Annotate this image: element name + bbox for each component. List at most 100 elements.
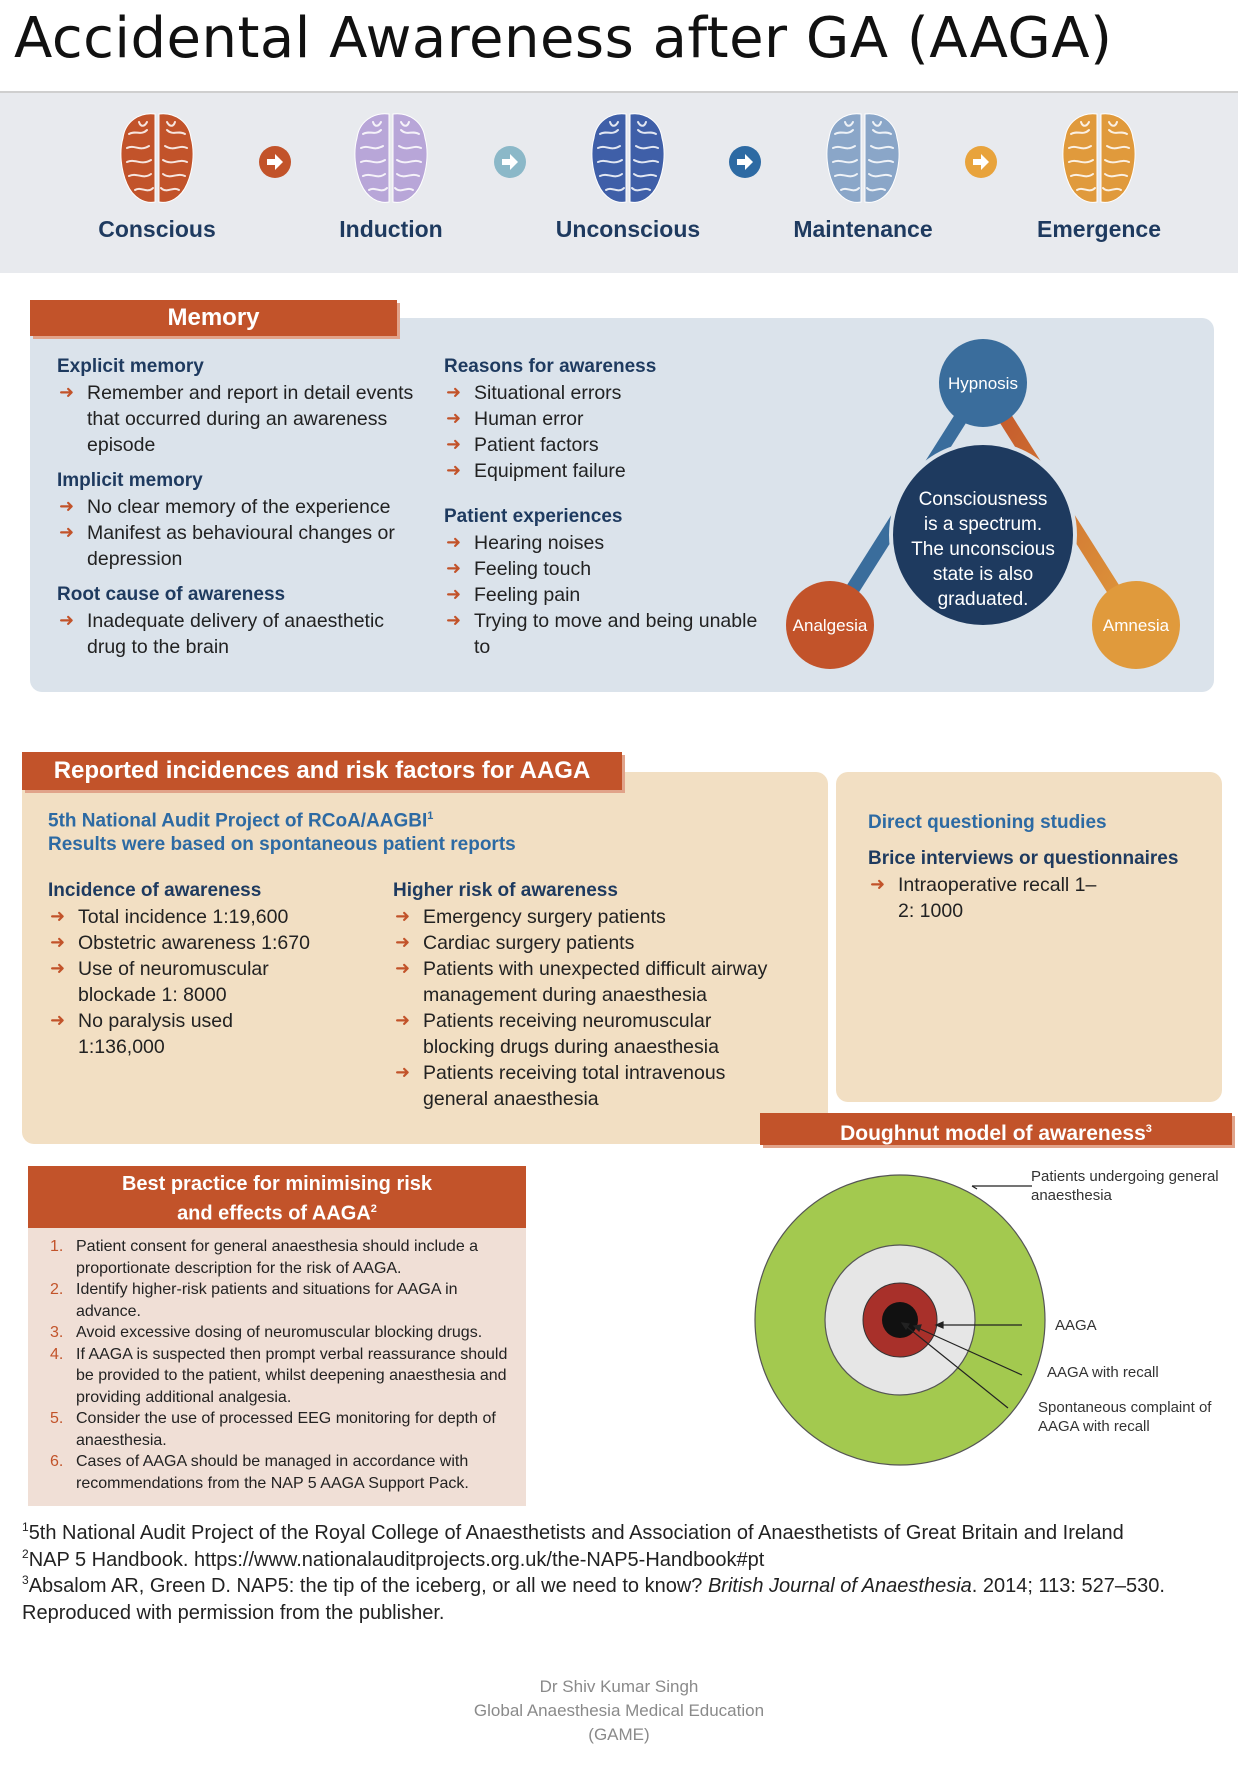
list-item: Feeling touch bbox=[444, 556, 774, 582]
list-item: 3.Avoid excessive dosing of neuromuscula… bbox=[50, 1324, 483, 1341]
list-item: Patients receiving total intravenous gen… bbox=[393, 1060, 753, 1112]
patient-experiences-list: Hearing noises Feeling touch Feeling pai… bbox=[444, 530, 774, 660]
brain-icon bbox=[826, 113, 900, 203]
doughnut-svg bbox=[754, 1174, 1046, 1466]
list-item: Feeling pain bbox=[444, 582, 774, 608]
best-practice-heading: Best practice for minimising risk and ef… bbox=[28, 1166, 526, 1228]
brain-icon bbox=[354, 113, 428, 203]
list-item: Remember and report in detail events tha… bbox=[57, 380, 417, 458]
list-item: Use of neuromuscular blockade 1: 8000 bbox=[48, 956, 288, 1008]
consciousness-triangle-diagram: Consciousness is a spectrum. The unconsc… bbox=[786, 339, 1180, 669]
spontaneous-complaint-circle bbox=[882, 1302, 918, 1338]
implicit-memory-heading: Implicit memory bbox=[57, 470, 203, 491]
incidence-column: Incidence of awareness Total incidence 1… bbox=[48, 880, 348, 1060]
list-item: Patient factors bbox=[444, 432, 774, 458]
incidence-heading: Reported incidences and risk factors for… bbox=[22, 752, 622, 790]
center-text-line: graduated. bbox=[938, 589, 1029, 610]
amnesia-label: Amnesia bbox=[1103, 616, 1170, 635]
footnote-ref: 3 bbox=[1145, 1123, 1152, 1135]
list-item: Obstetric awareness 1:670 bbox=[48, 930, 348, 956]
incidence-list: Total incidence 1:19,600 Obstetric aware… bbox=[48, 904, 348, 1060]
higher-risk-heading: Higher risk of awareness bbox=[393, 880, 618, 901]
anaesthesia-stages-band: Conscious Induction Unconscious Maintena… bbox=[0, 93, 1238, 273]
title-divider bbox=[0, 91, 1238, 93]
list-item: 2.Identify higher-risk patients and situ… bbox=[50, 1281, 458, 1320]
footnote-2: 2NAP 5 Handbook. https://www.nationalaud… bbox=[22, 1546, 765, 1571]
analgesia-label: Analgesia bbox=[793, 616, 868, 635]
list-item: Cardiac surgery patients bbox=[393, 930, 813, 956]
list-item: Intraoperative recall 1–2: 1000 bbox=[868, 872, 1098, 924]
aaga-label: AAGA bbox=[1055, 1317, 1097, 1334]
brice-heading: Brice interviews or questionnaires bbox=[868, 848, 1179, 869]
footnote-ref: 2 bbox=[370, 1203, 377, 1215]
aaga-recall-label: AAGA with recall bbox=[1047, 1364, 1159, 1381]
list-item: Inadequate delivery of anaesthetic drug … bbox=[57, 608, 417, 660]
list-item: Emergency surgery patients bbox=[393, 904, 813, 930]
memory-heading: Memory bbox=[30, 300, 397, 336]
footnote-3: 3Absalom AR, Green D. NAP5: the tip of t… bbox=[22, 1573, 1165, 1597]
footnotes: 15th National Audit Project of the Royal… bbox=[22, 1520, 1222, 1626]
list-item: Human error bbox=[444, 406, 774, 432]
stage-emergence: Emergence bbox=[999, 108, 1199, 243]
best-practice-panel: 1.Patient consent for general anaesthesi… bbox=[28, 1228, 526, 1506]
arrow-right-icon bbox=[493, 145, 527, 179]
leader-line bbox=[905, 1325, 1009, 1409]
author-credit: Dr Shiv Kumar Singh Global Anaesthesia M… bbox=[473, 1677, 765, 1744]
list-item: No paralysis used 1:136,000 bbox=[48, 1008, 248, 1060]
root-cause-list: Inadequate delivery of anaesthetic drug … bbox=[57, 608, 417, 660]
stage-maintenance: Maintenance bbox=[763, 108, 963, 243]
stage-conscious: Conscious bbox=[57, 108, 257, 243]
direct-questioning-heading: Direct questioning studies bbox=[868, 812, 1107, 833]
incidence-heading-text: Incidence of awareness bbox=[48, 880, 262, 901]
best-practice-list: 1.Patient consent for general anaesthesi… bbox=[28, 1228, 526, 1494]
list-item: 4.If AAGA is suspected then prompt verba… bbox=[50, 1345, 508, 1406]
arrow-right-icon bbox=[258, 145, 292, 179]
explicit-memory-list: Remember and report in detail events tha… bbox=[57, 380, 417, 458]
risk-column: Higher risk of awareness Emergency surge… bbox=[393, 880, 813, 1112]
list-item: Equipment failure bbox=[444, 458, 774, 484]
outer-ring-label: Patients undergoing general anaesthesia bbox=[1031, 1168, 1219, 1204]
list-item: 5.Consider the use of processed EEG moni… bbox=[50, 1410, 496, 1449]
triangle-center-circle bbox=[889, 441, 1077, 629]
stage-induction: Induction bbox=[291, 108, 491, 243]
nap5-title: 5th National Audit Project of RCoA/AAGBI bbox=[48, 810, 428, 832]
arrow-right-icon bbox=[728, 145, 762, 179]
higher-risk-list: Emergency surgery patients Cardiac surge… bbox=[393, 904, 813, 1112]
analgesia-node bbox=[786, 581, 874, 669]
leader-line bbox=[917, 1327, 1023, 1376]
amnesia-node bbox=[1092, 581, 1180, 669]
spontaneous-complaint-label: Spontaneous complaint of AAGA with recal… bbox=[1038, 1399, 1212, 1435]
stage-label: Emergence bbox=[1036, 216, 1161, 242]
doughnut-heading: Doughnut model of awareness3 bbox=[760, 1113, 1232, 1145]
brice-list: Intraoperative recall 1–2: 1000 bbox=[868, 872, 1208, 924]
list-item: No clear memory of the experience bbox=[57, 494, 417, 520]
direct-questioning-panel bbox=[836, 772, 1222, 1102]
list-item: Patients with unexpected difficult airwa… bbox=[393, 956, 813, 1008]
center-text-line: is a spectrum. bbox=[924, 514, 1042, 535]
list-item: Situational errors bbox=[444, 380, 774, 406]
reasons-list: Situational errors Human error Patient f… bbox=[444, 380, 774, 484]
explicit-memory-heading: Explicit memory bbox=[57, 356, 204, 377]
footnote-1: 15th National Audit Project of the Royal… bbox=[22, 1520, 1124, 1544]
center-text-line: state is also bbox=[933, 564, 1033, 585]
list-item: Manifest as behavioural changes or depre… bbox=[57, 520, 417, 572]
arrow-right-icon bbox=[964, 145, 998, 179]
stage-label: Unconscious bbox=[555, 216, 701, 242]
reasons-heading: Reasons for awareness bbox=[444, 356, 657, 377]
brain-icon bbox=[120, 113, 194, 203]
memory-column-left: Explicit memory Remember and report in d… bbox=[57, 356, 417, 660]
list-item: Trying to move and being unable to bbox=[444, 608, 774, 660]
root-cause-heading: Root cause of awareness bbox=[57, 584, 286, 605]
center-text-line: Consciousness bbox=[919, 489, 1048, 510]
center-text-line: The unconscious bbox=[911, 539, 1055, 560]
list-item: Patients receiving neuromuscular blockin… bbox=[393, 1008, 763, 1060]
list-item: Hearing noises bbox=[444, 530, 774, 556]
stage-label: Conscious bbox=[98, 216, 216, 242]
stage-label: Induction bbox=[339, 216, 443, 242]
stage-unconscious: Unconscious bbox=[528, 108, 728, 243]
stage-label: Maintenance bbox=[793, 216, 933, 242]
footnote-3-permission: Reproduced with permission from the publ… bbox=[22, 1601, 445, 1624]
hypnosis-label: Hypnosis bbox=[948, 374, 1018, 393]
list-item: 1.Patient consent for general anaesthesi… bbox=[50, 1238, 479, 1277]
page-title: Accidental Awareness after GA (AAGA) bbox=[14, 6, 1113, 71]
